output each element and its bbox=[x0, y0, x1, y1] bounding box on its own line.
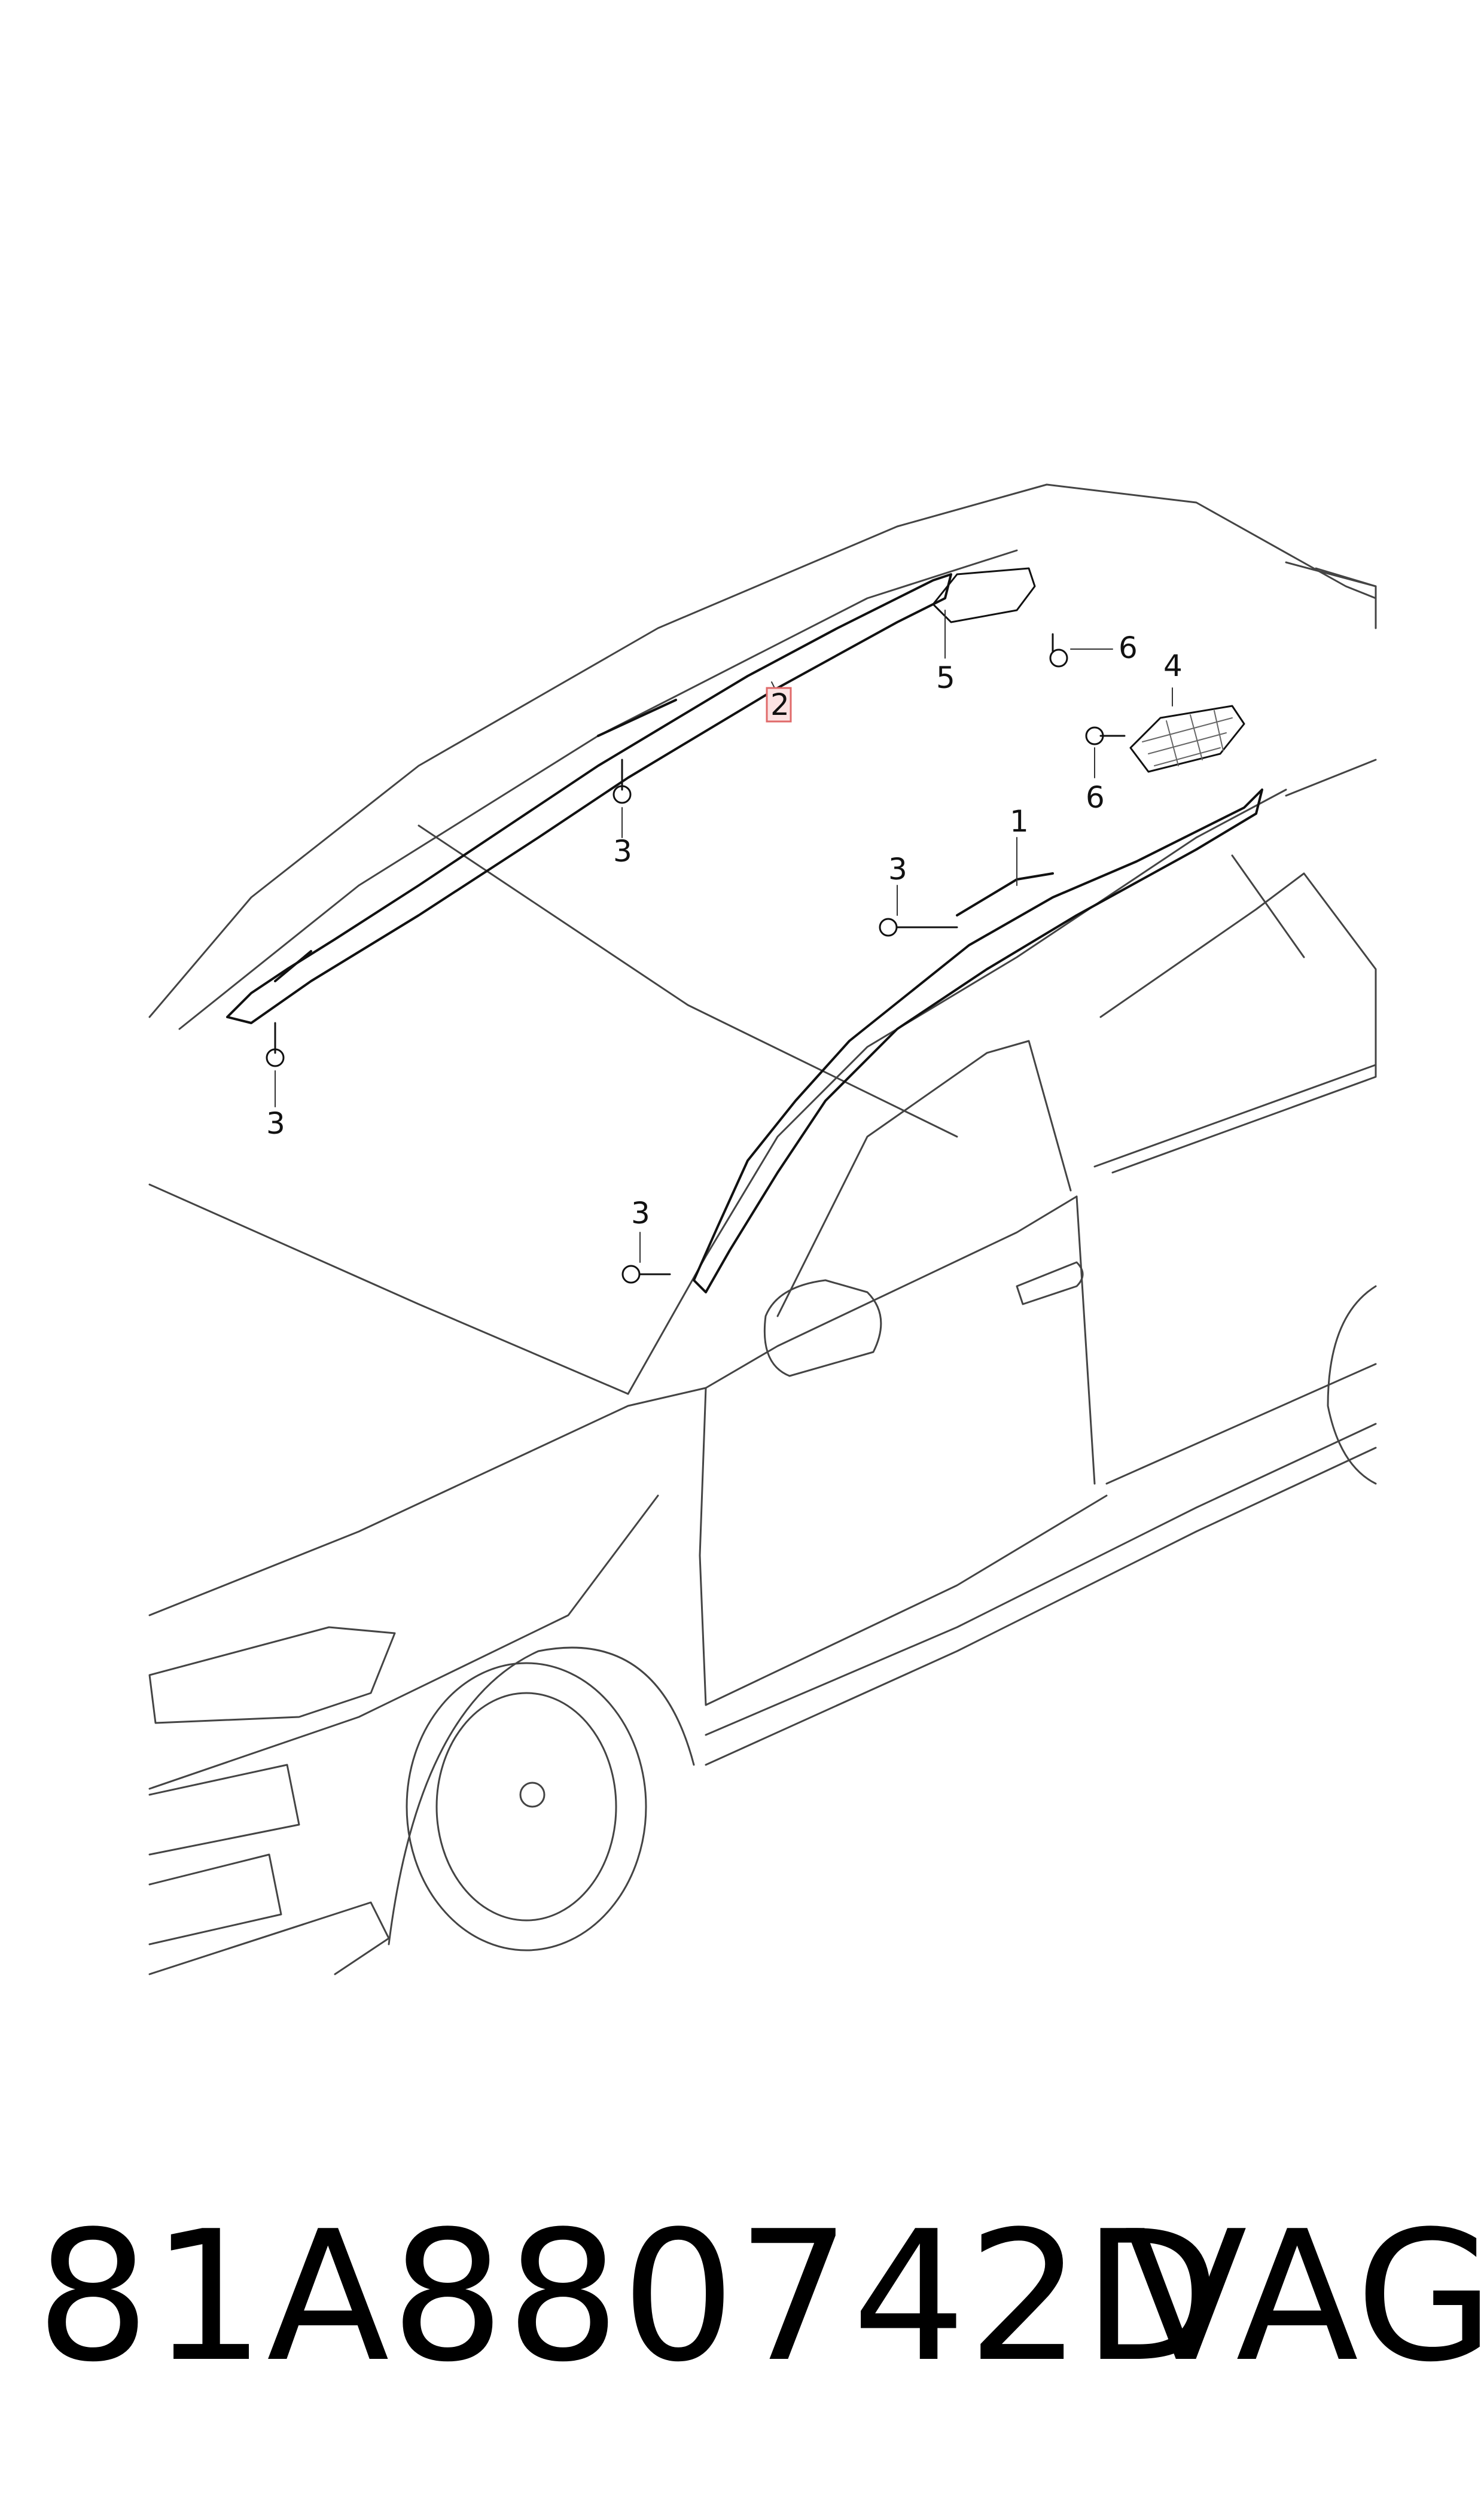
leader-lines bbox=[275, 610, 1173, 1263]
curtain-airbag-left bbox=[226, 573, 952, 1024]
callout-5: 5 bbox=[936, 660, 955, 695]
brand-label: VAG bbox=[1125, 2193, 1484, 2401]
callout-3d: 3 bbox=[631, 1196, 650, 1231]
bolt-icons bbox=[266, 633, 1126, 1284]
part-number: 81A880742D bbox=[36, 2193, 1223, 2401]
car-body-outline bbox=[148, 483, 1377, 1975]
callout-labels: 1 2 3 3 3 3 4 5 6 6 bbox=[266, 631, 1183, 1231]
vent-grille-mesh bbox=[1142, 710, 1233, 766]
callout-2: 2 bbox=[770, 687, 790, 722]
callout-4: 4 bbox=[1163, 648, 1183, 683]
callout-3c: 3 bbox=[888, 852, 907, 887]
callout-3a: 3 bbox=[613, 834, 632, 869]
trim-cover-5 bbox=[932, 567, 1036, 623]
callout-6b: 6 bbox=[1086, 780, 1105, 815]
car-airbag-diagram: 1 2 3 3 3 3 4 5 6 6 bbox=[148, 483, 1377, 1975]
callout-2-highlight bbox=[766, 687, 792, 723]
callout-6a: 6 bbox=[1119, 631, 1138, 665]
curtain-airbag-right bbox=[693, 788, 1263, 1293]
vent-grille-4 bbox=[1129, 705, 1245, 773]
callout-1: 1 bbox=[1010, 804, 1029, 839]
callout-3b: 3 bbox=[266, 1106, 285, 1141]
